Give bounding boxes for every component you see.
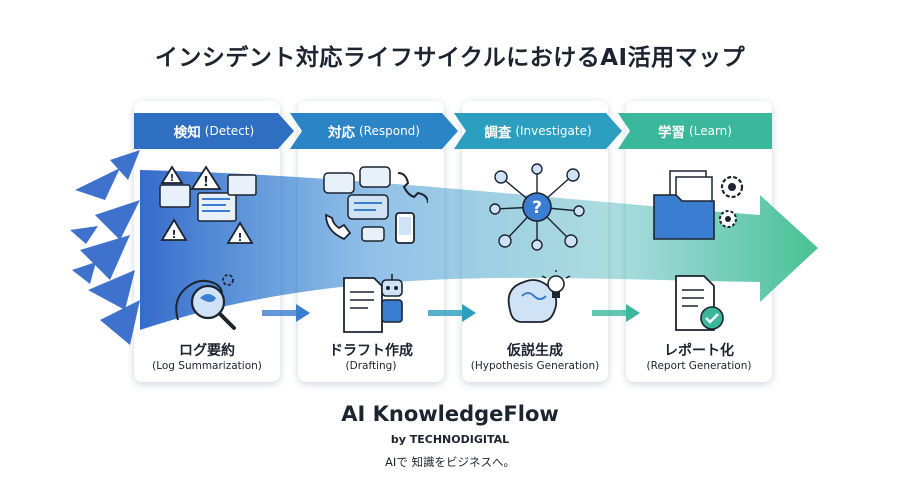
svg-text:!: !	[237, 231, 242, 244]
arrow-right-icon	[592, 304, 640, 322]
task-sublabel: (Log Summarization)	[152, 360, 262, 372]
brain-lightbulb-icon	[507, 270, 571, 323]
task-sublabel: (Hypothesis Generation)	[470, 360, 600, 372]
svg-text:?: ?	[532, 198, 542, 218]
brand-tagline: AIで 知識をビジネスへ。	[385, 455, 515, 469]
robot-document-icon	[343, 274, 403, 333]
task-label: ドラフト作成	[329, 343, 413, 359]
stage-banner-learn: 学習(Learn)	[618, 113, 772, 149]
stage-banner-investigate: 調査(Investigate)	[454, 113, 622, 149]
page-title: インシデント対応ライフサイクルにおけるAI活用マップ	[154, 45, 746, 71]
task-sublabel: (Drafting)	[345, 360, 397, 372]
shatter-shards	[70, 150, 140, 345]
svg-text:!: !	[203, 175, 209, 190]
task-label: レポート化	[664, 343, 734, 359]
task-sublabel: (Report Generation)	[646, 360, 752, 372]
arrow-right-icon	[428, 304, 476, 322]
stage-banner-detect: 検知(Detect)	[134, 113, 294, 149]
task-label: ログ要約	[179, 343, 235, 359]
svg-text:!: !	[171, 228, 176, 241]
task-label: 仮説生成	[507, 343, 563, 359]
folder-gears-icon	[653, 170, 744, 240]
brand-byline: by TECHNODIGITAL	[390, 433, 510, 446]
alert-screens-icon: ! ! ! !	[159, 165, 257, 244]
stage-banner-respond: 対応(Respond)	[290, 113, 458, 149]
brain-magnifier-icon	[175, 274, 236, 330]
arrow-right-icon	[262, 304, 310, 322]
brand-name: AI KnowledgeFlow	[341, 402, 559, 426]
svg-text:!: !	[170, 173, 175, 184]
chat-phone-icon	[323, 166, 428, 244]
question-network-icon: ?	[489, 163, 585, 251]
report-check-icon	[675, 275, 724, 331]
